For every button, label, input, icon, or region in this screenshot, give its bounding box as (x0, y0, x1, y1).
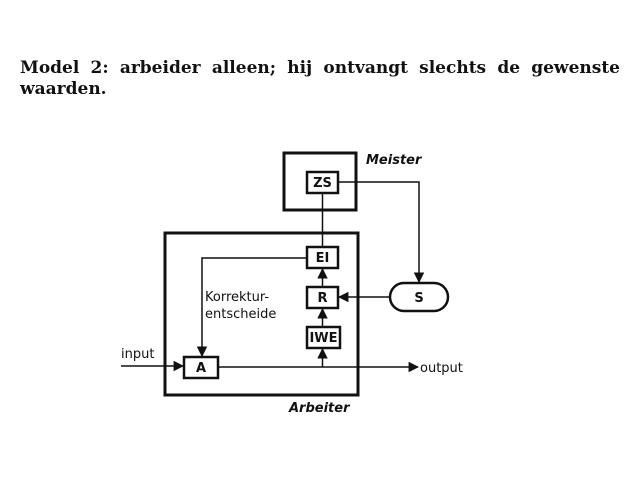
input-label: input (121, 347, 154, 362)
zs-to-s-arrow (338, 181, 425, 284)
output-label: output (420, 361, 463, 376)
arbeiter-box (163, 231, 360, 397)
meister-label: Meister (366, 153, 423, 168)
korrektur-label-line1: Korrektur- (205, 290, 269, 305)
ei-to-a-arrow (196, 257, 307, 358)
a-label: A (196, 361, 206, 376)
r-label: R (317, 291, 327, 306)
figure-caption: Model 2: arbeider alleen; hij ontvangt s… (20, 58, 620, 99)
zs-label: ZS (313, 176, 332, 191)
korrektur-label-line2: entscheide (205, 307, 276, 322)
s-label: S (414, 291, 423, 306)
arbeiter-label: Arbeiter (288, 401, 351, 416)
ei-label: EI (316, 251, 330, 266)
iwe-label: IWE (309, 331, 337, 346)
